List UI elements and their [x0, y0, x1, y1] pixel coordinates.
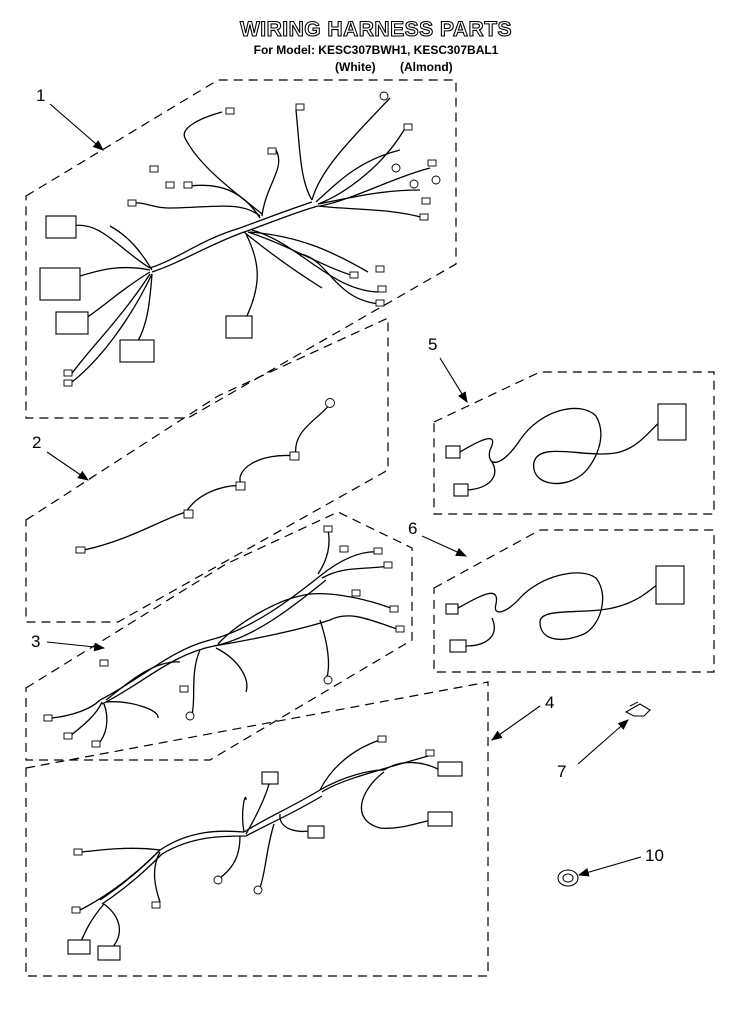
page-title: WIRING HARNESS PARTS — [239, 17, 513, 41]
harness-part-3 — [43, 525, 405, 748]
part-1-boundary — [25, 79, 457, 419]
harness-part-2 — [75, 398, 335, 554]
leader-2 — [46, 451, 89, 481]
connector-block-icon — [225, 315, 253, 339]
connector-block-icon — [97, 945, 121, 961]
connector-block-icon — [307, 825, 325, 839]
callout-5: 5 — [428, 335, 437, 354]
callout-10: 10 — [645, 846, 664, 865]
variant-almond: (Almond) — [400, 60, 453, 74]
harness-part-5 — [445, 403, 687, 497]
harness-part-1 — [39, 91, 441, 387]
connector-block-icon — [427, 811, 453, 827]
model-line: For Model: KESC307BWH1, KESC307BAL1 — [253, 43, 499, 57]
callout-2: 2 — [32, 433, 41, 452]
connector-block-icon — [67, 939, 91, 955]
leader-10 — [577, 856, 642, 877]
leader-5 — [439, 357, 468, 403]
connector-block-icon — [657, 403, 687, 441]
part-3-boundary — [25, 511, 413, 761]
part-6-boundary — [433, 529, 715, 673]
connector-block-icon — [437, 761, 463, 777]
leader-3 — [46, 641, 106, 652]
part-10-grommet — [557, 869, 579, 887]
connector-block-icon — [45, 215, 77, 239]
callout-1: 1 — [36, 86, 45, 105]
part-4-boundary — [25, 681, 489, 977]
callout-6: 6 — [408, 519, 417, 538]
callout-4: 4 — [545, 693, 554, 712]
connector-block-icon — [39, 267, 81, 301]
connector-block-icon — [119, 339, 155, 363]
part-7-clip — [624, 701, 651, 717]
part-5-boundary — [433, 371, 715, 515]
callout-7: 7 — [557, 762, 566, 781]
leader-6 — [421, 535, 468, 557]
part-2-boundary — [25, 317, 389, 623]
harness-part-6 — [445, 565, 685, 653]
connector-block-icon — [655, 565, 685, 605]
leader-4 — [491, 705, 541, 741]
connector-block-icon — [261, 771, 279, 785]
variant-white: (White) — [335, 60, 376, 74]
leader-7 — [577, 719, 629, 765]
diagram-header: WIRING HARNESS PARTS For Model: KESC307B… — [0, 17, 752, 57]
callout-3: 3 — [31, 632, 40, 651]
connector-block-icon — [55, 311, 89, 335]
harness-part-4 — [67, 735, 463, 961]
leader-1 — [49, 103, 104, 151]
